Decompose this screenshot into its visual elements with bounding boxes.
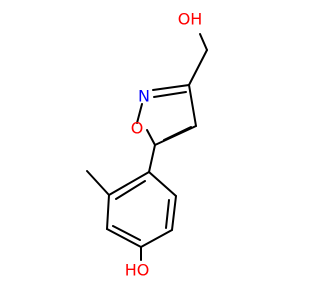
bond-ar2-ar3-double-b: [165, 199, 170, 229]
bond-c5-c4-double-b: [163, 126, 192, 141]
bond-oh-ch2: [199, 33, 208, 51]
bond-ar6-ar1-double-b: [115, 180, 146, 200]
molecule-structure-diagram: OH N O HO: [86, 10, 208, 280]
bond-ar6-methyl: [86, 170, 110, 196]
bond-c3-n-double-a: [152, 84, 190, 91]
bond-c4-c3: [188, 84, 197, 127]
bond-n-o: [136, 103, 143, 124]
bond-ar4-ar5-inner: [112, 225, 141, 241]
bond-ar1-ar2: [148, 171, 177, 197]
atom-label-oh-top: OH: [178, 10, 203, 29]
bond-c5-aryl: [148, 144, 156, 173]
bond-c3-n-double-b: [153, 91, 187, 98]
bond-ar3-ar4: [140, 229, 173, 248]
atom-label-o-ring: O: [131, 119, 144, 138]
atom-label-layer: OH N O HO: [125, 10, 203, 280]
atom-label-ho-bottom: HO: [125, 261, 150, 280]
atom-label-n: N: [138, 87, 150, 106]
bond-ar5-ar6: [106, 194, 110, 230]
bond-ch2-c3: [188, 49, 208, 86]
bond-ar2-ar3-double-a: [171, 195, 177, 231]
bond-layer: [86, 33, 208, 261]
bond-ar6-ar1-double-a: [108, 171, 150, 196]
bond-ar4-ar5: [106, 228, 142, 248]
bond-o-c5: [146, 129, 156, 146]
